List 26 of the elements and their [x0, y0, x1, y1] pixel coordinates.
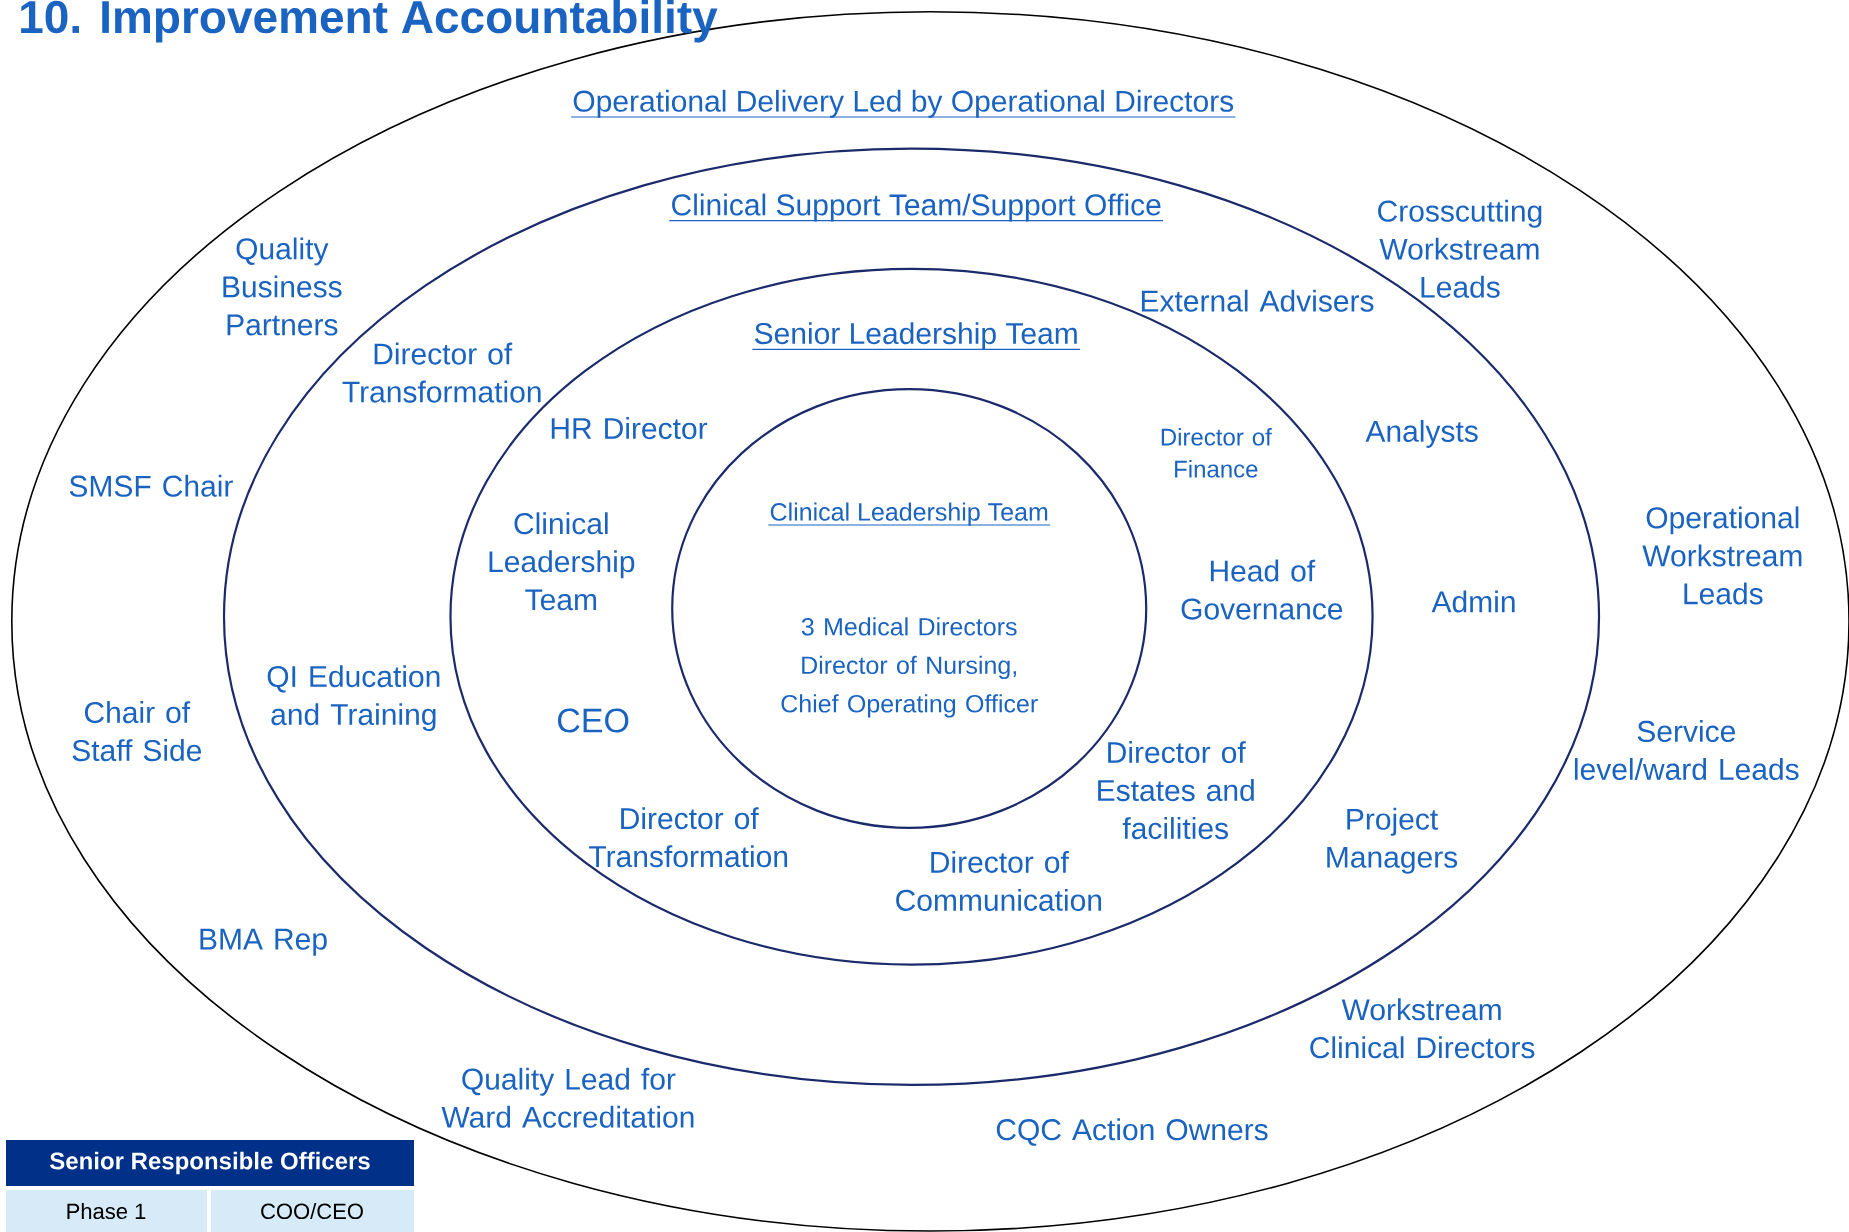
role-label: Head of Governance [1181, 559, 1343, 620]
role-label: Quality Business Partners [223, 237, 342, 336]
role-label: BMA Rep [200, 928, 327, 956]
role-label: Workstream Clinical Directors [1310, 998, 1535, 1059]
role-label: CEO [558, 708, 629, 733]
role-label: SMSF Chair [69, 474, 233, 497]
role-label: Director of Transformation [342, 342, 541, 403]
role-label: Chair of Staff Side [72, 701, 202, 762]
role-label: External Advisers [1141, 289, 1374, 312]
role-label: Operational Workstream Leads [1642, 506, 1802, 605]
role-label: Analysts [1365, 419, 1478, 448]
role-label: QI Education and Training [267, 665, 440, 732]
role-label: Admin [1431, 590, 1515, 613]
role-label: Quality Lead for Ward Accreditation [441, 1067, 694, 1128]
role-label: Service level/ward Leads [1574, 720, 1799, 781]
table-header: Senior Responsible Officers [6, 1140, 414, 1186]
title: 10. Improvement Accountability [21, 0, 718, 43]
role-label: Clinical Leadership Team [489, 512, 635, 611]
table-cell: COO/CEO [211, 1190, 414, 1232]
role-label: Crosscutting Workstream Leads [1378, 199, 1542, 298]
table-cell: Phase 1 [6, 1190, 207, 1232]
role-label: Director of Estates and facilities [1098, 741, 1254, 840]
role-label: Project Managers [1327, 807, 1458, 874]
role-label: HR Director [551, 417, 708, 440]
role-label: Director of Transformation [589, 807, 788, 868]
role-label: CQC Action Owners [996, 1118, 1268, 1146]
